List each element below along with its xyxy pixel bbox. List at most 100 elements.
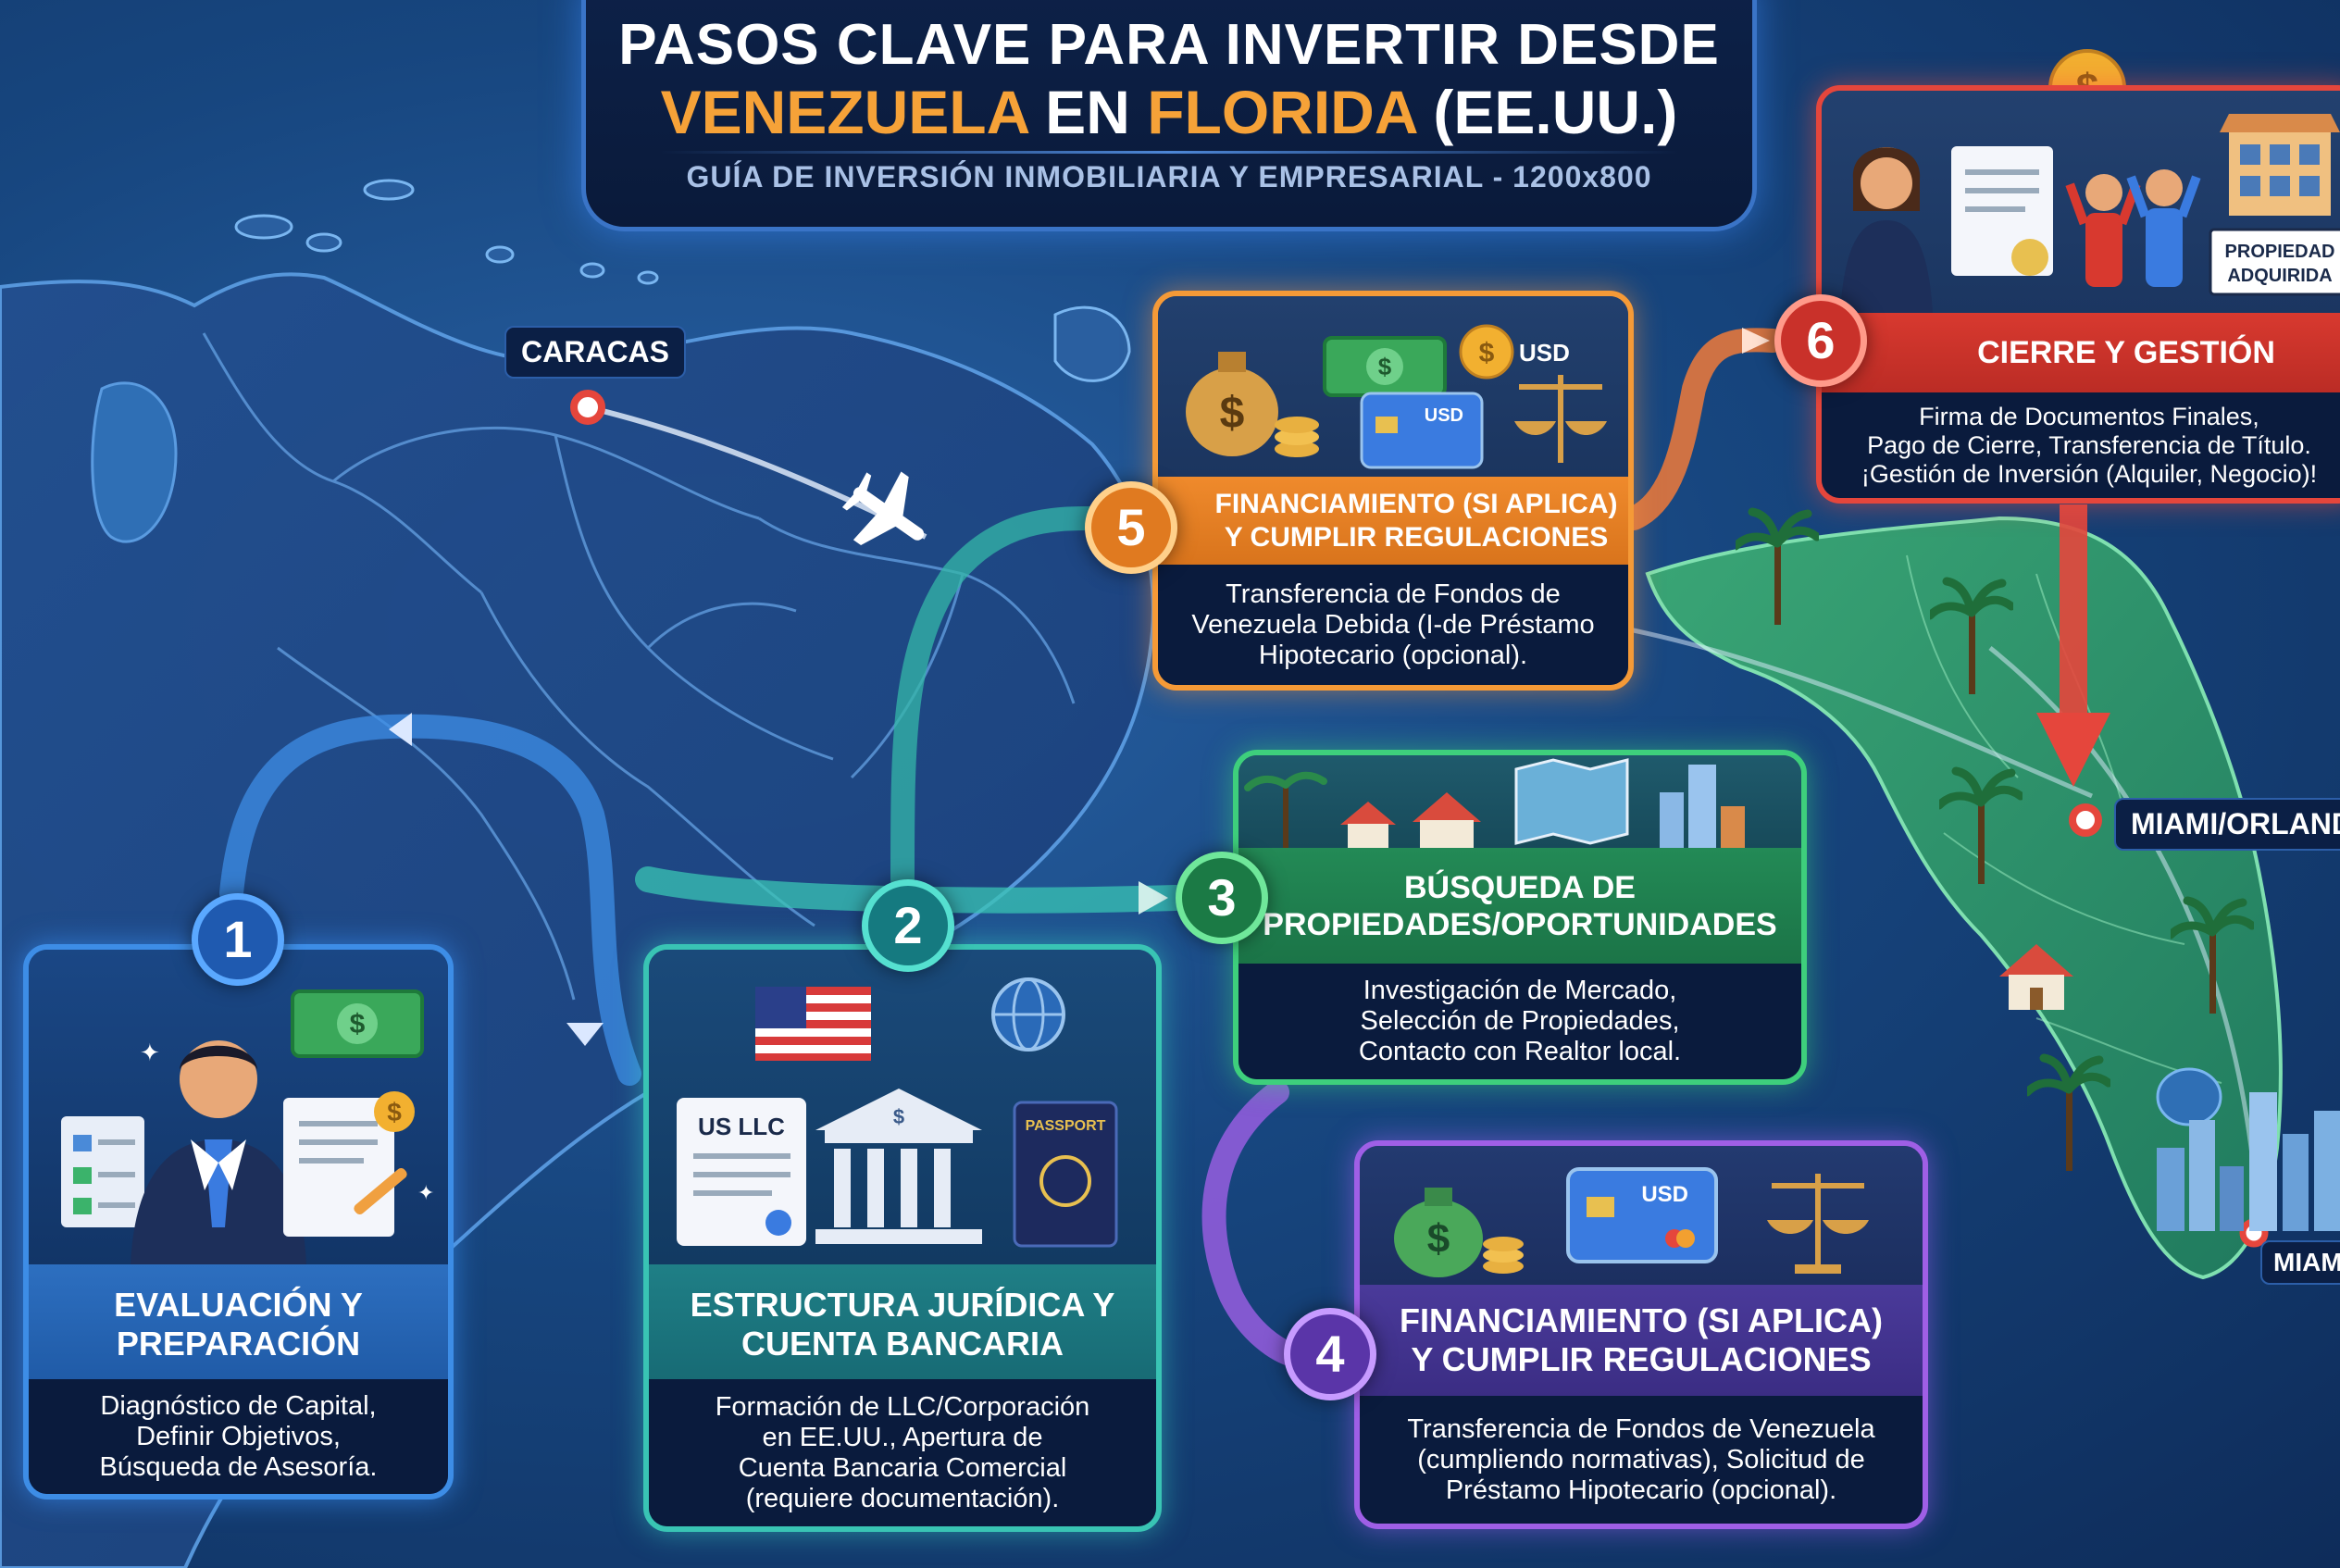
step-4-description: Transferencia de Fondos de Venezuela (cu…	[1360, 1396, 1923, 1524]
businesswoman-icon	[1840, 147, 1933, 313]
step-3-desc-line-1: Investigación de Mercado,	[1363, 976, 1677, 1005]
palm-tree-icon	[2027, 1053, 2110, 1171]
svg-text:$: $	[1378, 353, 1392, 380]
house-icon	[1340, 792, 1481, 848]
step-5-illustration: $ $ $ USD	[1158, 296, 1628, 477]
step-3-title: BÚSQUEDA DE PROPIEDADES/OPORTUNIDADES	[1238, 848, 1801, 964]
miami-orlando-pin	[2069, 803, 2102, 837]
connector-1-2	[219, 714, 641, 1086]
coin-stack-icon	[1483, 1237, 1524, 1274]
step-2-description: Formación de LLC/Corporación en EE.UU., …	[649, 1379, 1156, 1526]
step-5-desc-line-1: Transferencia de Fondos de	[1226, 579, 1561, 609]
arrow-head-6	[1742, 328, 1770, 354]
step-4-title-line-2: Y CUMPLIR REGULACIONES	[1411, 1340, 1872, 1378]
step-3-description: Investigación de Mercado, Selección de P…	[1238, 964, 1801, 1079]
step-4-illustration: $ USD	[1360, 1146, 1923, 1285]
property-acquired-sign: PROPIEDAD ADQUIRIDA	[2209, 228, 2340, 296]
building-icon	[2220, 114, 2340, 216]
contract-icon: $	[283, 1091, 415, 1237]
passport-label: PASSPORT	[1026, 1118, 1106, 1134]
step-2-title-line-1: ESTRUCTURA JURÍDICA Y	[690, 1286, 1115, 1324]
arrow-head-down	[566, 1023, 604, 1046]
step-5-description: Transferencia de Fondos de Venezuela Deb…	[1158, 565, 1628, 685]
step-2-title: ESTRUCTURA JURÍDICA Y CUENTA BANCARIA	[649, 1264, 1156, 1385]
palm-tree-icon	[1939, 766, 2023, 884]
step-2-desc-line-3: Cuenta Bancaria Comercial	[738, 1452, 1067, 1483]
title-florida: FLORIDA	[1147, 78, 1417, 146]
step-6-desc-line-1: Firma de Documentos Finales,	[1919, 402, 2259, 430]
step-4-number-badge: 4	[1284, 1308, 1376, 1400]
title-venezuela: VENEZUELA	[660, 78, 1028, 146]
palm-tree-icon	[2171, 896, 2254, 1014]
sign-line-1: PROPIEDAD	[2225, 242, 2335, 262]
businessman-icon	[131, 1040, 306, 1264]
step-5-desc-line-3: Hipotecario (opcional).	[1258, 640, 1528, 670]
svg-text:$: $	[1479, 338, 1495, 368]
arrow-head-1	[389, 713, 412, 746]
celebrating-people-icon	[2065, 169, 2201, 287]
globe-icon	[991, 977, 1065, 1052]
step-2-desc-line-1: Formación de LLC/Corporación	[715, 1391, 1090, 1422]
step-3-number-badge: 3	[1176, 852, 1268, 944]
closing-arrow-head	[2036, 713, 2110, 787]
credit-card-icon: USD	[1360, 392, 1484, 469]
credit-card-icon: USD	[1566, 1167, 1718, 1263]
step-3-title-line-2: PROPIEDADES/OPORTUNIDADES	[1263, 906, 1777, 942]
money-bill-icon: $	[291, 989, 424, 1058]
step-4-desc-line-1: Transferencia de Fondos de Venezuela	[1407, 1413, 1875, 1444]
money-bag-icon: $	[1186, 352, 1278, 456]
step-1-illustration: $ $ ✦ ✦	[29, 950, 448, 1264]
miami-skyline-icon	[2157, 1092, 2340, 1231]
step-3-illustration	[1238, 755, 1801, 848]
title-line-2: VENEZUELA EN FLORIDA (EE.UU.)	[586, 77, 1752, 147]
svg-text:$: $	[1220, 389, 1245, 438]
llc-document-icon: US LLC	[677, 1098, 806, 1246]
step-card-5: $ $ $ USD	[1152, 291, 1634, 691]
svg-text:✦: ✦	[417, 1182, 434, 1205]
title-subtitle: GUÍA DE INVERSIÓN INMOBILIARIA Y EMPRESA…	[686, 160, 1652, 193]
step-5-coin-label: USD	[1519, 339, 1570, 367]
justice-scale-icon	[1514, 375, 1607, 463]
step-card-1: $ $ ✦ ✦ EVALUACIÓN Y PREPARACIÓN Diagnós…	[23, 944, 454, 1500]
step-3-title-line-1: BÚSQUEDA DE	[1404, 869, 1636, 905]
step-5-card-label: USD	[1425, 405, 1463, 426]
money-bill-icon: $	[1323, 336, 1447, 397]
step-4-title: FINANCIAMIENTO (SI APLICA) Y CUMPLIR REG…	[1360, 1285, 1923, 1396]
step-4-desc-line-3: Préstamo Hipotecario (opcional).	[1445, 1475, 1837, 1505]
step-1-title: EVALUACIÓN Y PREPARACIÓN	[29, 1264, 448, 1385]
step-6-desc-line-2: Pago de Cierre, Transferencia de Título.	[1867, 430, 2311, 459]
city-label-miami: MIAM	[2260, 1240, 2340, 1285]
step-2-number-badge: 2	[862, 879, 954, 972]
money-bag-icon: $	[1394, 1188, 1483, 1277]
passport-icon: PASSPORT	[1013, 1101, 1118, 1248]
step-4-card-label: USD	[1641, 1182, 1688, 1207]
step-2-illustration: US LLC $ PASSPORT	[649, 950, 1156, 1264]
step-2-title-line-2: CUENTA BANCARIA	[741, 1325, 1064, 1363]
city-buildings-icon	[1660, 765, 1745, 848]
step-6-description: Firma de Documentos Finales, Pago de Cie…	[1822, 392, 2340, 498]
us-flag-icon	[755, 987, 871, 1061]
step-card-4: $ USD	[1354, 1140, 1928, 1529]
palm-tree-icon	[1736, 507, 1819, 625]
flight-path-miami	[1988, 646, 2261, 1223]
map-icon	[1514, 758, 1629, 845]
connector-3-4	[1201, 1080, 1308, 1368]
step-card-6: PROPIEDAD ADQUIRIDA CIERRE Y GESTIÓN Fir…	[1816, 85, 2340, 504]
justice-scale-icon	[1767, 1174, 1869, 1274]
step-6-desc-line-3: ¡Gestión de Inversión (Alquiler, Negocio…	[1861, 459, 2318, 488]
step-6-illustration: PROPIEDAD ADQUIRIDA	[1822, 91, 2340, 313]
title-banner: PASOS CLAVE PARA INVERTIR DESDE VENEZUEL…	[581, 0, 1757, 231]
step-5-number-badge: 5	[1085, 481, 1177, 574]
step-1-title-line-1: EVALUACIÓN Y	[114, 1286, 363, 1324]
llc-doc-label: US LLC	[698, 1113, 785, 1140]
step-1-description: Diagnóstico de Capital, Definir Objetivo…	[29, 1379, 448, 1494]
coin-stack-icon	[1275, 417, 1319, 457]
house-icon	[1999, 944, 2073, 1010]
coin-icon: $ USD	[1459, 324, 1570, 380]
step-1-number-badge: 1	[192, 893, 284, 986]
step-2-desc-line-4: (requiere documentación).	[745, 1483, 1060, 1513]
step-1-desc-line-3: Búsqueda de Asesoría.	[99, 1451, 378, 1482]
contract-icon	[1951, 146, 2053, 276]
checklist-icon	[61, 1116, 144, 1227]
